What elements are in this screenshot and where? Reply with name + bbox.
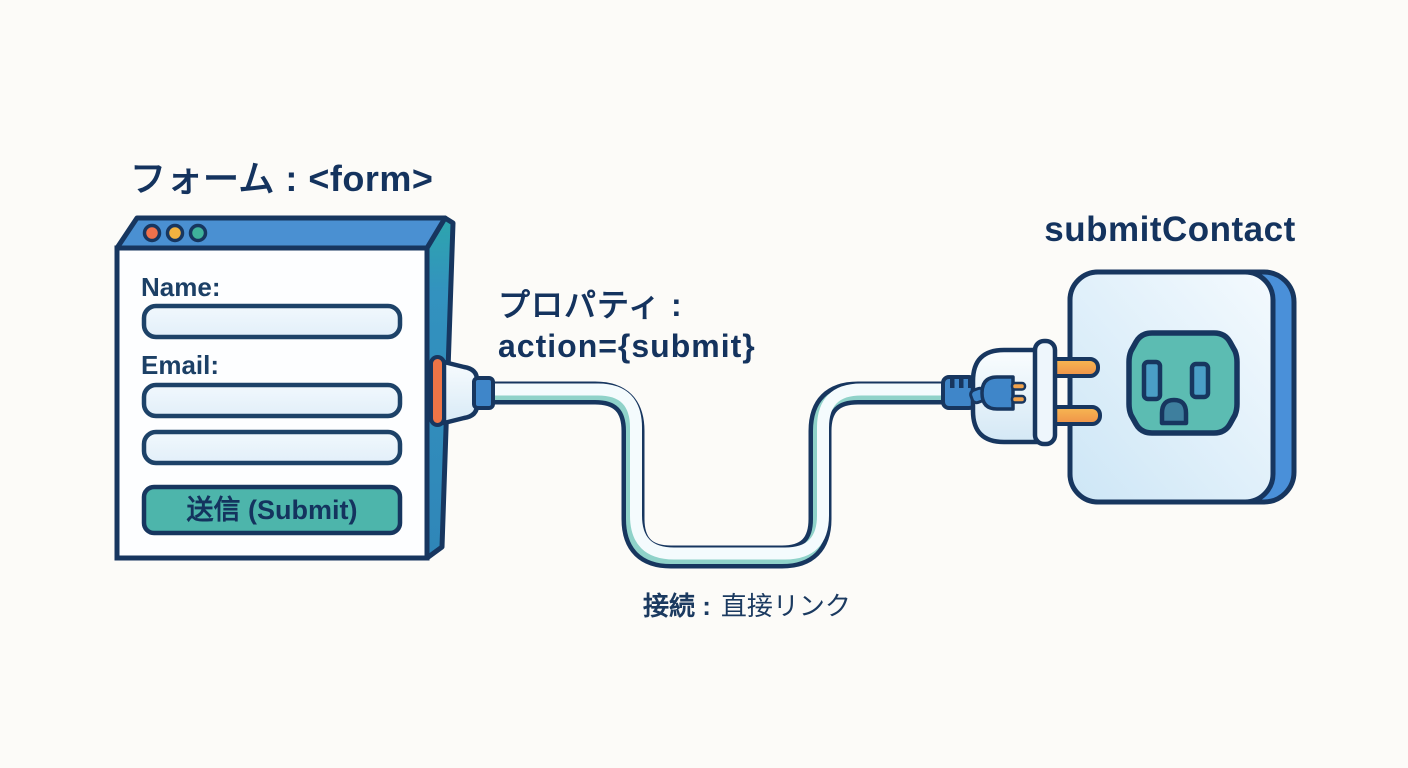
message-input[interactable]	[141, 429, 403, 466]
handler-label: submitContact	[1044, 210, 1296, 249]
form-cable-connector	[429, 355, 495, 427]
socket-slot-left	[1141, 359, 1163, 402]
mini-plug-icon	[969, 375, 1027, 411]
socket-slot-right	[1189, 361, 1211, 400]
form-title-label: フォーム : <form>	[130, 158, 433, 199]
property-label-line1: プロパティ :	[498, 287, 683, 323]
window-dot-red-icon	[142, 223, 162, 243]
plug-ridge	[950, 378, 955, 388]
property-label-line2: action={submit}	[498, 328, 756, 364]
window-dot-yellow-icon	[165, 223, 185, 243]
socket-ground-hole	[1159, 397, 1189, 426]
submit-button-label: 送信 (Submit)	[187, 495, 358, 525]
name-input[interactable]	[141, 303, 403, 340]
name-label: Name:	[141, 272, 220, 302]
email-input[interactable]	[141, 382, 403, 419]
plug-ridge	[968, 378, 973, 388]
socket	[1126, 330, 1240, 436]
power-plug-icon	[941, 338, 1058, 447]
window-dot-teal-icon	[188, 223, 208, 243]
form-window: Name: Email: 送信 (Submit)	[114, 215, 456, 561]
plug-collar	[1032, 338, 1058, 447]
connection-label: 接続 : 直接リンク	[643, 591, 851, 621]
connector-blue-tip	[472, 376, 495, 410]
power-outlet-icon	[1067, 269, 1297, 505]
connector-orange-bar	[429, 355, 446, 427]
plug-ridge	[959, 378, 964, 388]
connection-label-prefix: 接続 :	[643, 591, 711, 621]
email-label: Email:	[141, 350, 219, 380]
power-cable-icon	[490, 381, 947, 569]
connection-label-rest: 直接リンク	[721, 591, 851, 621]
submit-button[interactable]: 送信 (Submit)	[141, 484, 403, 536]
